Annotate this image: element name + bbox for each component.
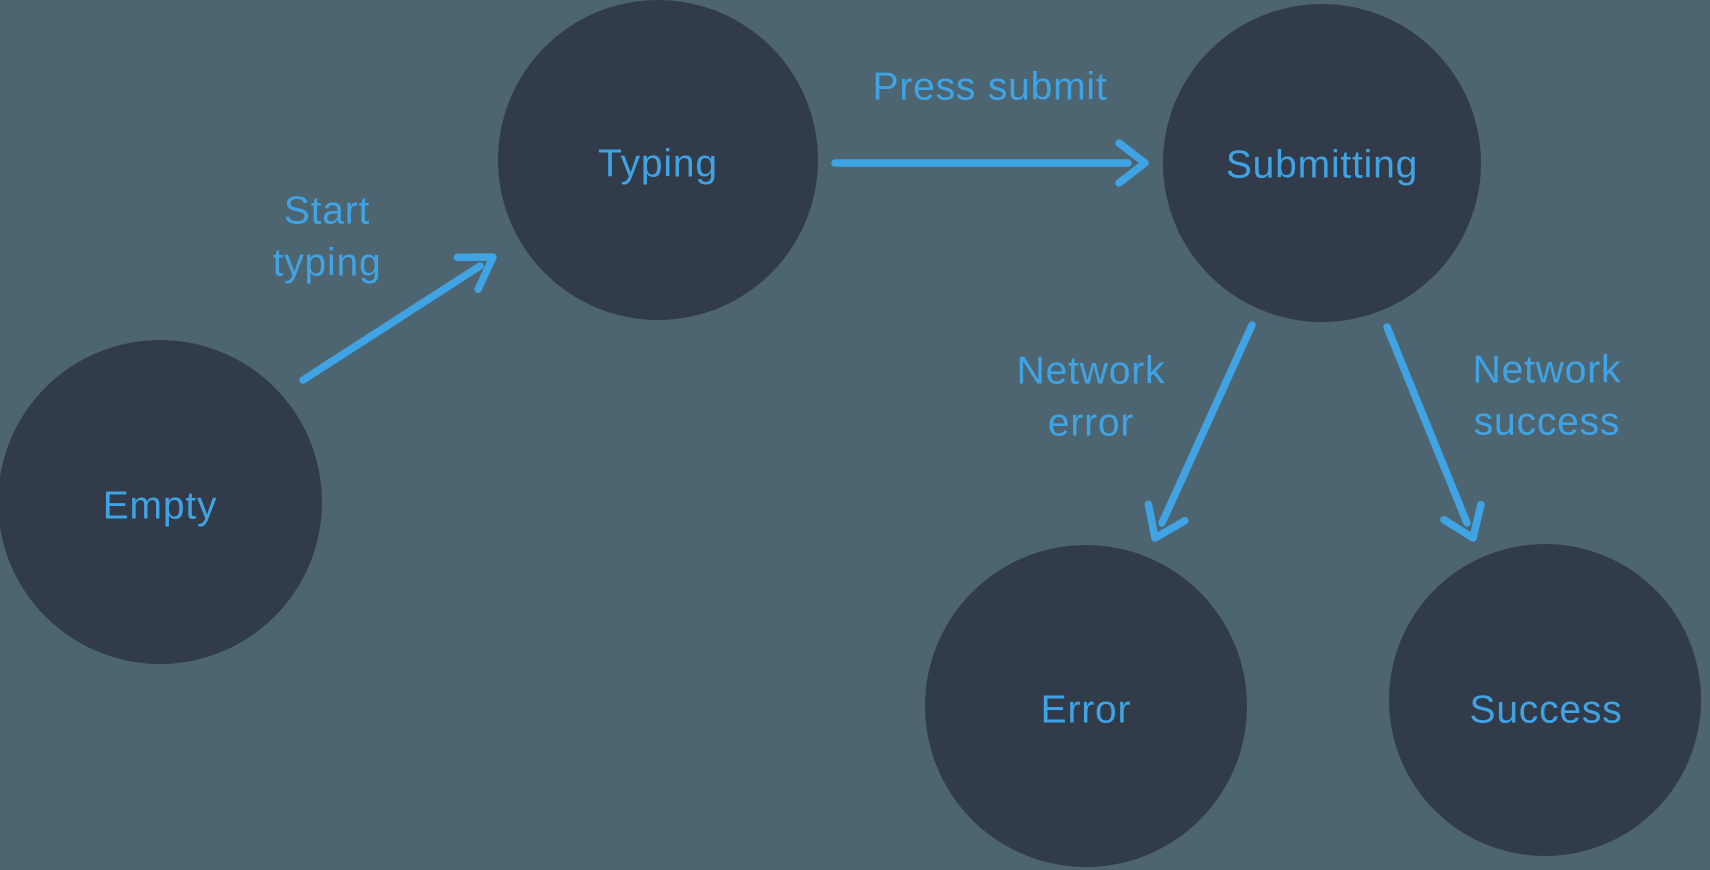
state-node-typing: Typing — [498, 0, 818, 320]
state-node-error: Error — [925, 545, 1247, 867]
edge-label-network-success-line2: success — [1474, 401, 1620, 444]
state-node-submitting-circle — [1163, 4, 1481, 322]
edge-network-error-line — [1158, 321, 1256, 527]
state-node-empty-circle — [0, 340, 322, 664]
edge-label-network-error-line1: Network — [1017, 350, 1166, 393]
edge-network-success: Network success — [1383, 323, 1622, 542]
state-node-typing-circle — [498, 0, 818, 320]
edge-network-error-arrowhead-icon — [1144, 500, 1189, 542]
state-node-success-circle — [1389, 544, 1701, 856]
state-node-empty: Empty — [0, 340, 322, 664]
edge-press-submit-arrowhead-icon — [1115, 139, 1149, 187]
state-node-success: Success — [1389, 544, 1701, 856]
edge-start-typing-line — [299, 262, 484, 384]
state-node-error-circle — [925, 545, 1247, 867]
edge-network-error: Network error — [1017, 321, 1256, 542]
edge-network-success-line — [1383, 323, 1471, 527]
edge-label-network-error-line2: error — [1048, 402, 1134, 445]
state-label-error: Error — [1041, 689, 1132, 732]
edge-label-start-typing-line1: Start — [284, 190, 370, 233]
edge-label-press-submit: Press submit — [873, 66, 1108, 109]
edge-label-start-typing-line2: typing — [273, 242, 382, 285]
edge-network-success-arrowhead-icon — [1440, 500, 1485, 542]
state-label-typing: Typing — [598, 143, 718, 186]
edge-label-network-success-line1: Network — [1473, 349, 1622, 392]
state-label-submitting: Submitting — [1226, 144, 1418, 187]
edge-press-submit: Press submit — [831, 66, 1149, 187]
state-label-success: Success — [1470, 689, 1623, 732]
state-label-empty: Empty — [103, 485, 218, 528]
state-node-submitting: Submitting — [1163, 4, 1481, 322]
edge-start-typing: Start typing — [273, 190, 497, 384]
edge-start-typing-arrowhead-icon — [453, 253, 497, 293]
